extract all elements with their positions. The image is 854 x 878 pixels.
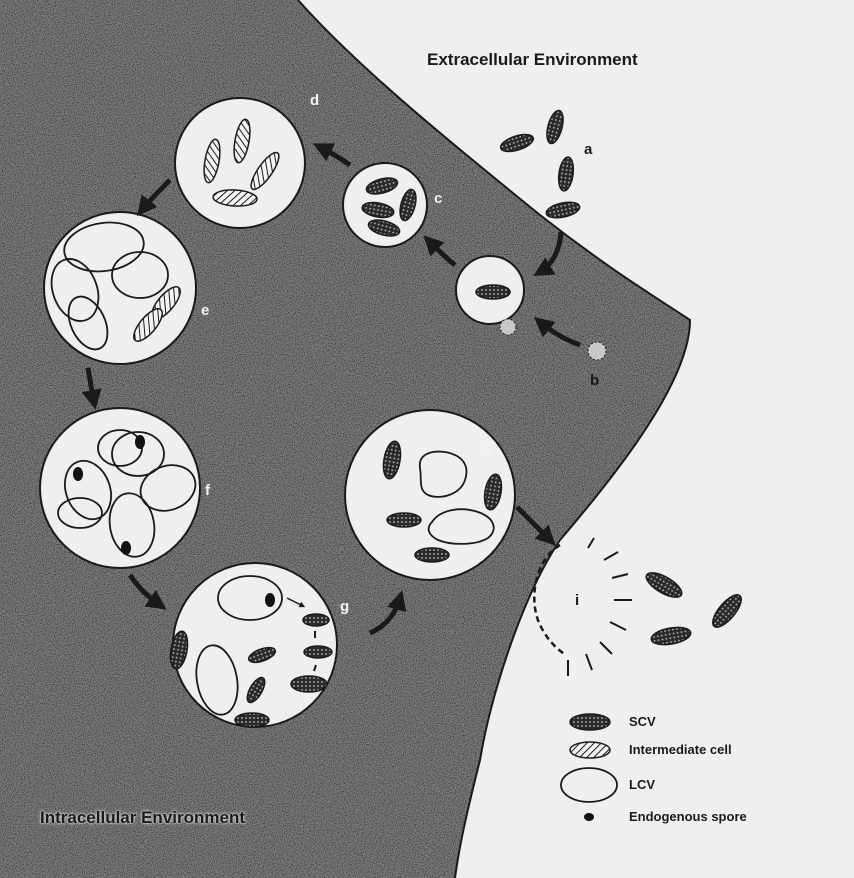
vacuole	[40, 408, 200, 568]
release-ray	[612, 574, 628, 578]
lysosome	[500, 319, 516, 335]
stage-label-e: e	[201, 302, 209, 319]
stage-label-g: g	[340, 598, 349, 615]
vacuole-e	[43, 212, 196, 364]
stage-label-c: c	[434, 190, 442, 207]
stage-label-a: a	[584, 141, 592, 158]
release-ray	[610, 622, 626, 630]
scv	[387, 513, 421, 527]
stage-label-d: d	[310, 92, 319, 109]
endogenous-spore	[73, 467, 83, 481]
stage-label-i: i	[575, 592, 579, 609]
endogenous-spore	[121, 541, 131, 555]
legend-lcv-label: LCV	[629, 777, 655, 792]
legend-lcv-swatch	[561, 768, 617, 802]
scv	[291, 676, 327, 692]
stage-label-h: h	[483, 444, 492, 461]
vacuole-d	[175, 98, 305, 228]
endogenous-spore	[265, 593, 275, 607]
scv	[304, 646, 332, 658]
legend	[561, 714, 617, 821]
scv	[545, 200, 581, 221]
scv	[650, 625, 692, 648]
stage-label-b: b	[590, 372, 599, 389]
release-ray	[604, 552, 618, 560]
release-ray	[588, 538, 594, 548]
scv	[303, 614, 329, 626]
release-i	[568, 538, 746, 676]
intracellular-label: Intracellular Environment	[40, 808, 245, 828]
scv	[708, 591, 746, 632]
scv	[476, 285, 510, 299]
legend-intermediate-label: Intermediate cell	[629, 742, 732, 757]
scv	[499, 131, 536, 155]
vacuole-c	[343, 163, 427, 247]
endogenous-spore	[135, 435, 145, 449]
stage-label-f: f	[205, 482, 210, 499]
vacuole-f	[40, 408, 202, 568]
scv	[415, 548, 449, 562]
lysosome	[588, 342, 606, 360]
extracellular-label: Extracellular Environment	[427, 50, 638, 70]
scv	[544, 109, 566, 145]
release-ray	[586, 654, 592, 670]
release-ray	[600, 642, 612, 654]
vacuole	[173, 563, 337, 727]
scv	[643, 568, 686, 602]
legend-intermediate-swatch	[570, 742, 610, 758]
vacuole-h	[345, 410, 515, 580]
legend-spore-label: Endogenous spore	[629, 809, 747, 824]
scv	[235, 713, 269, 727]
scv	[557, 156, 576, 192]
legend-spore-swatch	[584, 813, 594, 821]
legend-scv-label: SCV	[629, 714, 656, 729]
legend-scv-swatch	[570, 714, 610, 730]
